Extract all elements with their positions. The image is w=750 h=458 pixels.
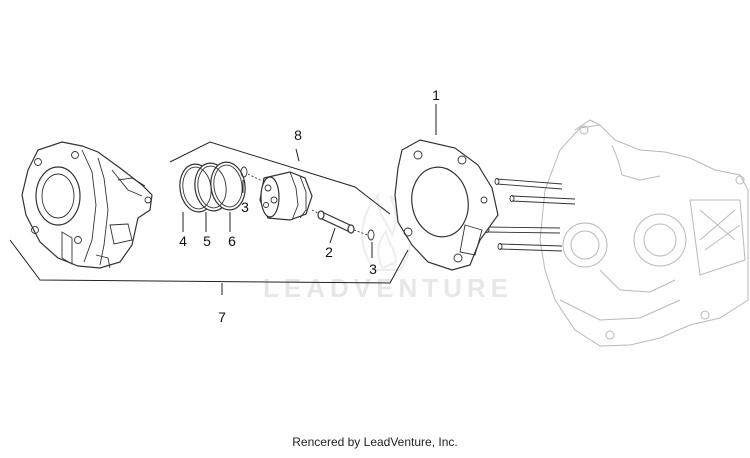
bracket-8 [169,141,391,215]
callout-2: 2 [325,244,333,260]
callout-1: 1 [432,87,440,103]
circlip-left [240,166,263,182]
callouts: 1 2 3 3 4 5 6 7 8 [179,87,440,325]
watermark-text: LEADVENTURE [263,273,513,303]
bracket-7 [9,239,409,295]
watermark: LEADVENTURE [263,192,513,303]
circlip-right [367,229,375,241]
cylinder-base-gasket [394,139,499,271]
callout-8: 8 [294,127,302,143]
cylinder-studs [484,178,576,252]
callout-4: 4 [179,233,187,249]
credit-text: Rencered by LeadVenture, Inc. [292,435,458,449]
callout-7: 7 [218,309,226,325]
piston-pin [317,210,369,236]
callout-5: 5 [203,233,211,249]
engine-crankcase [484,119,749,347]
callout-6: 6 [228,233,236,249]
leader-lines [182,104,437,258]
piston [259,171,323,221]
callout-3b: 3 [369,261,377,277]
callout-3a: 3 [241,199,249,215]
piston-rings [179,161,246,213]
cylinder [21,141,153,269]
